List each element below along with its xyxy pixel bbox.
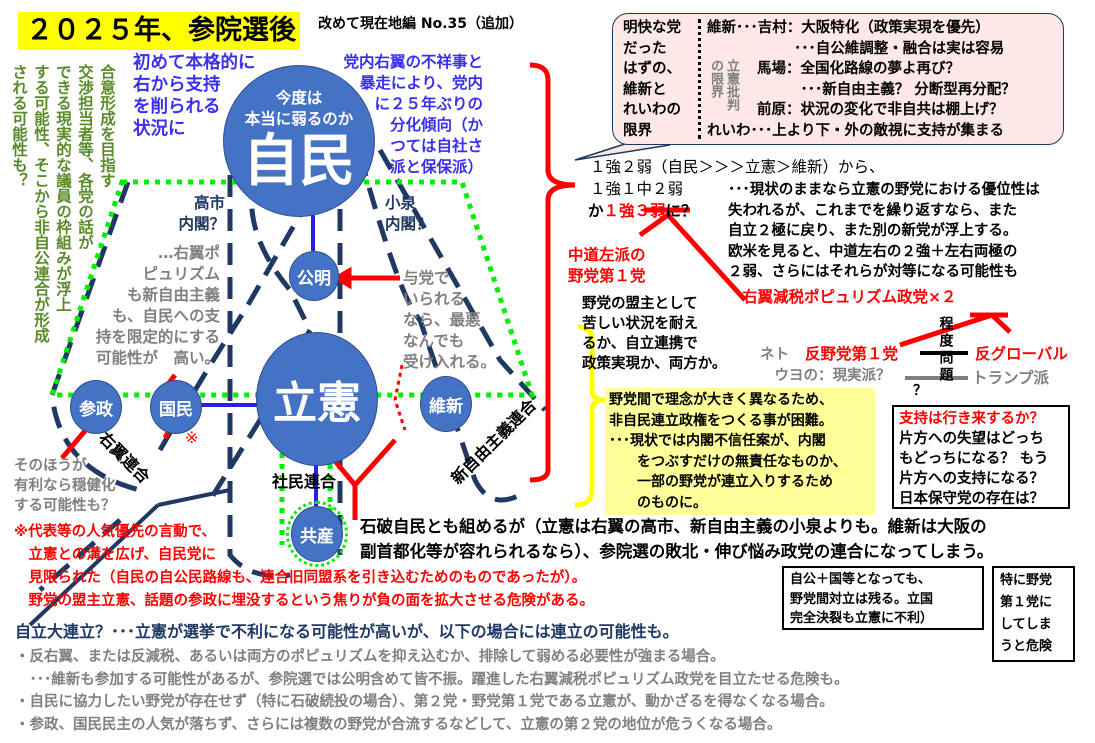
node-sansei: 参政: [70, 380, 122, 434]
support-box: 支持は行き来するか？ 片方への失望はどっち もどっちになる？ もう 片方への支持に…: [892, 405, 1070, 509]
node-jimin: 今度は 本当に弱るのか 自民: [223, 65, 375, 217]
yoto-note: 与党で いられる なら、最悪 なんでも 受け入れる。: [403, 269, 497, 371]
pink-lines: 維新･･･吉村：大阪特化（政策実現を優先） ･･･自公維調整・融合は実は容易馬場…: [707, 20, 1016, 139]
red-pointer-lines: [638, 211, 747, 302]
center-left-label: 中道左派の 野党第１党: [568, 246, 646, 285]
social-coalition-label: 社民連合: [272, 472, 337, 491]
anti-global-label: 反グローバル: [975, 345, 1068, 363]
moderate-note: そのほうが 有利なら穏健化 する可能性も？: [14, 458, 116, 514]
power-line-3: か１強３弱に？: [588, 202, 697, 220]
node-komei: 公明: [289, 251, 339, 301]
netto-uyo-label: ネト ウヨの：現実派？: [760, 347, 891, 384]
dotted-split-mark: [393, 364, 407, 431]
arrows-rikken-ishin: [328, 438, 397, 520]
bullet-list: ・反右翼、または反減税、あるいは両方のポピュリズムを抑え込むか、排除して弱める必…: [15, 646, 848, 736]
center-left-note: 野党の盟主として 苦しい状況を耐え るか、自立連携で 政策実現か、両方か。: [582, 296, 727, 372]
double-arrows: [905, 351, 968, 380]
bullet-item: ・参政、国民民主の人気が落ちず、さらには複数の野党が合流するなどして、立憲の第２…: [15, 716, 782, 733]
page-title: ２０２５年、参院選後: [18, 12, 300, 50]
limit-label: の限界: [708, 59, 723, 98]
bubble-danger: 特に野党 第１党に してしま うと危険: [992, 566, 1075, 662]
callout-tail: [574, 142, 671, 161]
green-dotted-trapezoid: [48, 179, 536, 398]
ishiba-note: 石破自民とも組めるが（立憲は右翼の高市、新自由主義の小泉よりも。維新は大阪の 副…: [360, 517, 994, 561]
dashed-line: [38, 518, 122, 592]
blue-note-right: 党内右翼の不祥事と 暴走により、党内 に２５年ぶりの 分化傾向（か つては自社さ…: [343, 53, 483, 176]
node-kokumin: 国民: [150, 380, 202, 434]
kokumin-warning-note: ※代表等の人気優先の言動で、 立憲との溝を広げ、自民党に 見限られた（自民の自公…: [14, 524, 594, 609]
dashed-right-coalition-outline: [49, 181, 141, 493]
dashed-neolib-outline: [357, 154, 522, 503]
degree-label: 程度問題: [937, 316, 954, 384]
power-line-2: １強１中２弱: [590, 180, 684, 198]
node-kyosan: 共産: [286, 501, 348, 567]
bubble-ally: 自公＋国等となっても、 野党間対立は残る。立国 完全決裂も立憲に不利）: [782, 566, 984, 630]
takaichi-note: …右翼ポ ピュリズム も新自由主義 も、自民への支 持を限定的にする 可能性が …: [95, 244, 220, 367]
blue-note-left: 初めて本格的に 右から支持 を削られる 状況に: [133, 53, 256, 139]
power-paragraph: ･･･現状のままなら立憲の野党における優位性は 失われるが、これまでを繰り返すな…: [728, 182, 1040, 280]
subtitle: 改めて現在地編 No.35（追加）: [318, 16, 524, 32]
takaichi-label: 高市 内閣？: [178, 194, 225, 233]
red-bracket: [529, 62, 576, 483]
arrow-head: [332, 266, 352, 290]
pink-callout: 明快な党 だった はずの、 維新と れいわの 限界 立憲批判 の限界 維新･･･…: [612, 13, 1064, 145]
jimin-label: 自民: [243, 129, 355, 194]
power-line-1: １強２弱（自民＞＞＞立憲＞維新）から、: [590, 158, 885, 176]
bullet-item: ・自民に協力したい野党が存在せず（特に石破続投の場合）、第２党・野党第１党である…: [15, 694, 834, 710]
populism-label: 右翼減税ポピュリズム政党×２: [742, 288, 957, 306]
kome-mark: ※: [185, 428, 199, 447]
navy-line: [28, 488, 231, 627]
jimin-subtitle: 今度は 本当に弱るのか: [244, 89, 354, 128]
left-vertical-note: 合意形成を目指す交渉担当者等、各党の話ができる現実的な議員の枠組みが浮上する可能…: [10, 64, 116, 343]
bullet-item: ･･･維新も参加する可能性があるが、参院選では公明含めて皆不振。躍進した右翼減税…: [15, 671, 849, 688]
node-rikken: 立憲: [256, 332, 378, 466]
koizumi-label: 小泉 内閣？: [385, 194, 432, 233]
dashed-takaichi-line: [227, 175, 291, 579]
support-title: 支持は行き来するか？: [899, 411, 1044, 427]
question-mark: ？: [913, 383, 927, 399]
red-underlines: [645, 207, 1012, 348]
trump-label: トランプ派: [972, 369, 1050, 387]
yellow-note: 野党間で理念が大きく異なるため、 非自民連立政権をつくる事が困難。 ･･･現状で…: [605, 388, 875, 515]
node-ishin: 維新: [420, 376, 472, 432]
grand-coalition-line: 自立大連立？･･･立憲が選挙で不利になる可能性が高いが、以下の場合には連立の可能…: [15, 622, 679, 641]
dotted-divider: [698, 19, 701, 139]
critique-label: 立憲批判: [724, 59, 739, 111]
anti-opposition-label: 反野党第１党: [805, 345, 899, 363]
bullet-item: ・反右翼、または反減税、あるいは両方のポピュリズムを抑え込むか、排除して弱める必…: [15, 649, 725, 665]
support-body: 片方への失望はどっち もどっちになる？ もう 片方への支持になる？ 日本保守党の…: [899, 431, 1049, 507]
pink-left-text: 明快な党 だった はずの、 維新と れいわの 限界: [623, 20, 681, 139]
